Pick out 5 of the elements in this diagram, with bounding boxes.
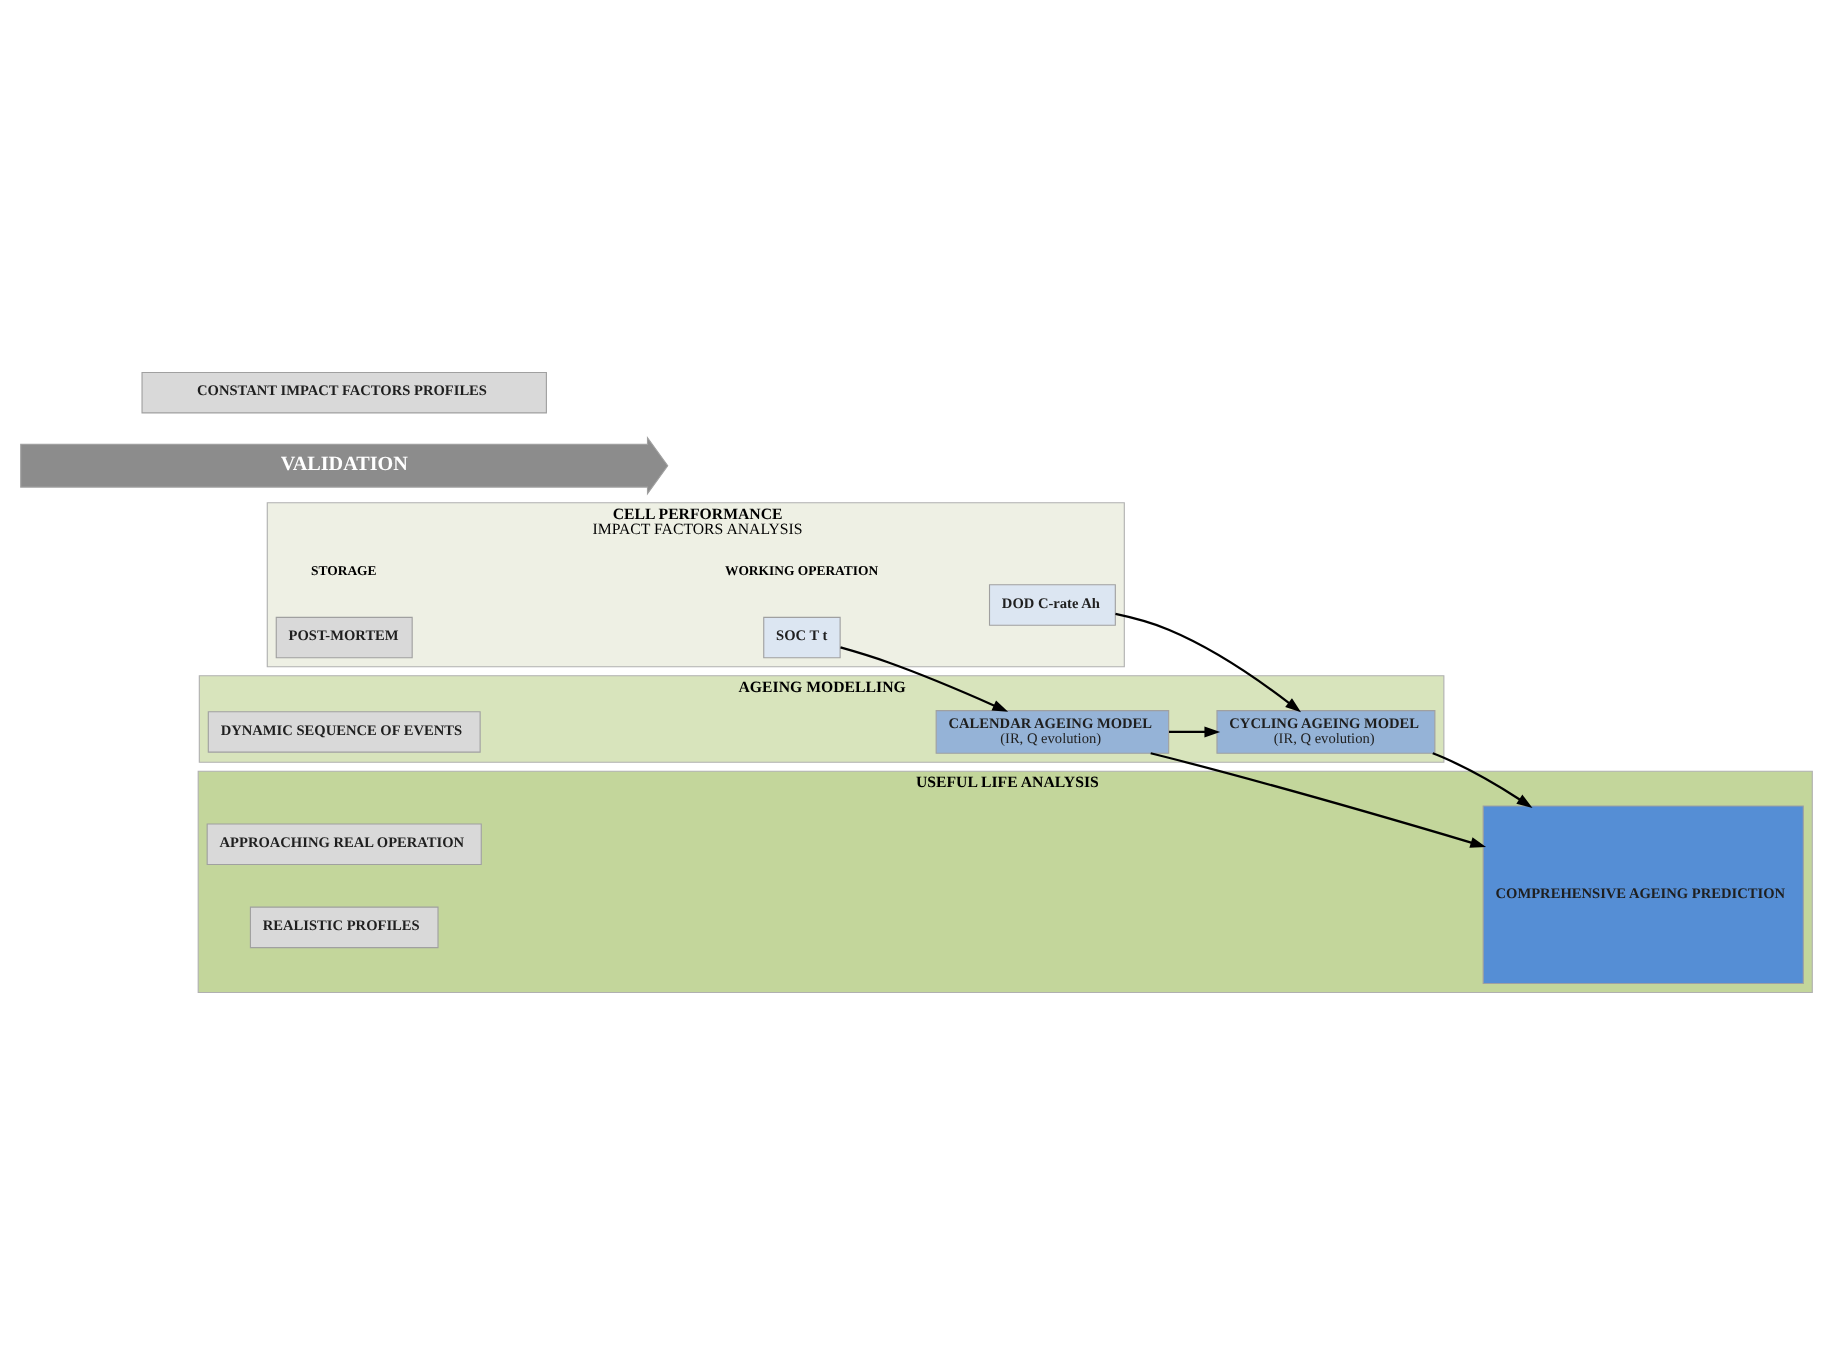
arrow — [1150, 751, 1487, 847]
arrow — [1115, 611, 1302, 712]
arrow — [1432, 751, 1533, 807]
arrow — [1169, 725, 1221, 737]
arrow — [840, 645, 1009, 711]
